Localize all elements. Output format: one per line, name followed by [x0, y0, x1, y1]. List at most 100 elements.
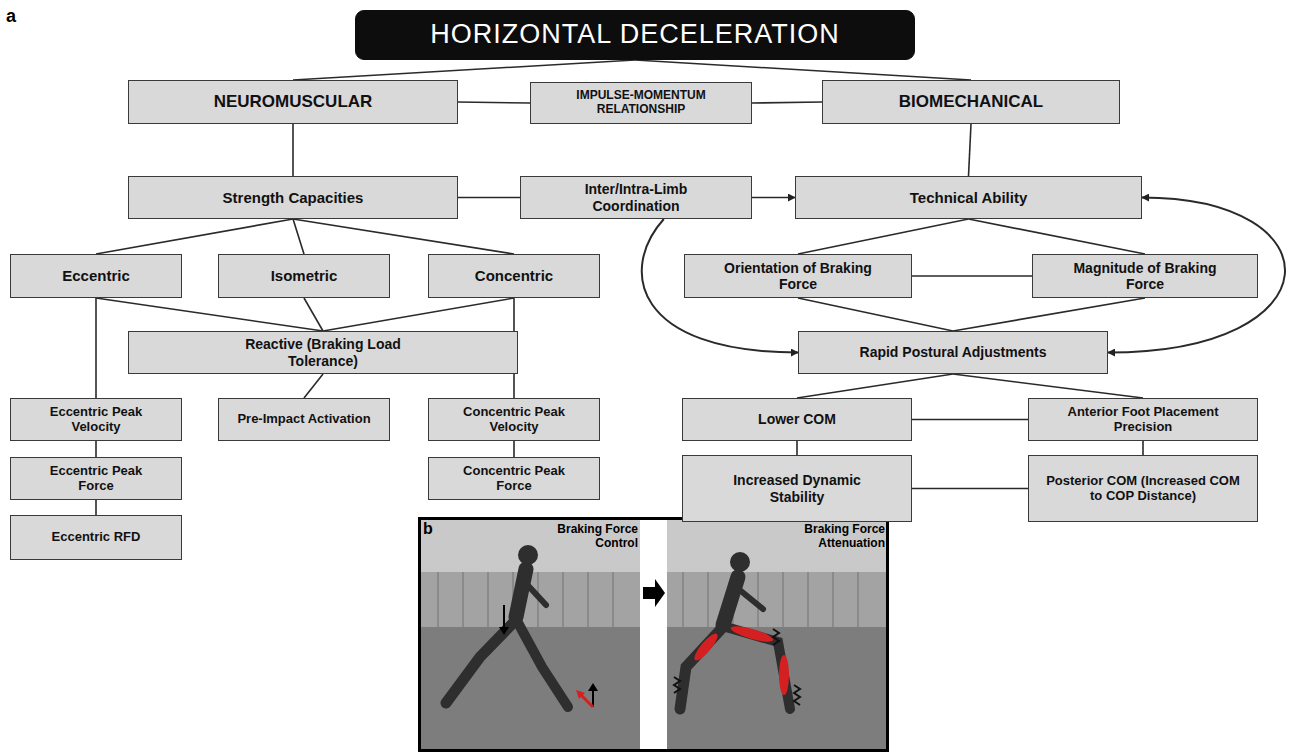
connector-line [796, 441, 798, 455]
concept-box: Eccentric Peak Velocity [10, 398, 182, 441]
illustration-part [667, 520, 886, 750]
connector-line [304, 374, 323, 398]
box-text: BIOMECHANICAL [899, 92, 1044, 112]
illustration-part [522, 579, 546, 605]
illustration-part [674, 677, 680, 693]
concept-box: Anterior Foot Placement Precision [1028, 398, 1258, 441]
connector-line [292, 124, 294, 176]
box-text: Strength Capacities [223, 189, 364, 206]
left-photo [421, 520, 640, 750]
concept-box: BIOMECHANICAL [822, 80, 1120, 124]
connector-line [293, 219, 514, 254]
concept-box: NEUROMUSCULAR [128, 80, 458, 124]
connector-line [752, 197, 795, 199]
connector-line [635, 60, 971, 80]
concept-box: Strength Capacities [128, 176, 458, 219]
connector-line [293, 219, 304, 254]
illustration-part [779, 655, 789, 695]
connector-line [1142, 441, 1144, 455]
concept-box: Inter/Intra-Limb Coordination [520, 176, 752, 219]
illustration-part [462, 572, 464, 627]
connector-line [96, 298, 323, 331]
concept-box: Concentric Peak Velocity [428, 398, 600, 441]
connector-line [323, 298, 514, 331]
illustration-part [757, 572, 759, 627]
concept-box: Rapid Postural Adjustments [798, 331, 1108, 374]
connector-line [953, 298, 1145, 331]
connector-line [513, 441, 515, 457]
connector-line [912, 419, 1028, 421]
connector-line [798, 298, 953, 331]
illustration-part [446, 569, 568, 707]
illustration-part [437, 572, 439, 627]
photo-caption: Braking Force Attenuation [791, 523, 885, 551]
illustration-part [691, 631, 721, 663]
illustration-part [683, 572, 858, 627]
illustration-part [807, 572, 809, 627]
illustration-part [487, 572, 489, 627]
illustration-part [691, 623, 789, 695]
connector-line [96, 219, 293, 254]
box-text: Concentric [475, 267, 553, 284]
illustration-part [517, 621, 568, 707]
box-text: Posterior COM (Increased COM to COP Dist… [1043, 474, 1243, 504]
box-text: Concentric Peak Velocity [449, 405, 579, 435]
illustration-part [562, 572, 564, 627]
concept-box: Concentric Peak Force [428, 457, 600, 500]
illustration-part [667, 627, 886, 750]
connector-line [969, 124, 972, 176]
box-text: Technical Ability [910, 189, 1028, 206]
concept-box: Eccentric RFD [10, 515, 182, 560]
box-text: IMPULSE-MOMENTUM RELATIONSHIP [551, 89, 731, 117]
box-text: Increased Dynamic Stability [712, 472, 882, 504]
illustration-part [682, 572, 684, 627]
box-text: Lower COM [758, 411, 836, 427]
photo-caption: Braking Force Control [546, 523, 638, 551]
illustration-part [730, 552, 750, 572]
illustration-part [588, 683, 598, 691]
illustration-part [667, 572, 886, 627]
connector-line [752, 102, 822, 103]
illustration-part [446, 621, 515, 703]
right-photo [667, 520, 886, 750]
illustration-part [736, 587, 763, 609]
illustration-part [587, 572, 589, 627]
connector-line [912, 275, 1032, 277]
connector-line [798, 219, 969, 254]
concept-box: Reactive (Braking Load Tolerance) [128, 331, 518, 374]
concept-box: Lower COM [682, 398, 912, 441]
illustration-part [680, 627, 723, 709]
box-text: Reactive (Braking Load Tolerance) [223, 336, 423, 368]
box-text: Eccentric Peak Force [36, 464, 156, 494]
concept-box: Concentric [428, 254, 600, 298]
illustration-part [773, 629, 779, 645]
box-text: Orientation of Braking Force [723, 260, 873, 292]
illustration-part [782, 572, 784, 627]
box-text: NEUROMUSCULAR [214, 92, 373, 112]
photo-panel [418, 517, 889, 752]
title-box: HORIZONTAL DECELERATION [355, 10, 915, 60]
panel-border [420, 519, 888, 751]
box-text: Anterior Foot Placement Precision [1048, 405, 1238, 435]
connector-line [293, 60, 635, 80]
box-text: Rapid Postural Adjustments [860, 344, 1047, 360]
illustration-part [518, 545, 538, 565]
illustration-part [503, 605, 505, 629]
panel-letter: b [423, 520, 433, 538]
illustration-part [857, 572, 859, 627]
concept-box: Magnitude of Braking Force [1032, 254, 1258, 298]
illustration-part [832, 572, 834, 627]
concept-box: Eccentric Peak Force [10, 457, 182, 500]
connector-line [797, 374, 953, 398]
box-text: Inter/Intra-Limb Coordination [556, 181, 716, 213]
box-text: Concentric Peak Force [449, 464, 579, 494]
concept-box: Orientation of Braking Force [684, 254, 912, 298]
box-text: Eccentric RFD [52, 530, 141, 545]
box-text: Pre-Impact Activation [237, 412, 370, 427]
illustration-part [499, 627, 509, 635]
connector-line [969, 219, 1146, 254]
concept-box: Posterior COM (Increased COM to COP Dist… [1028, 455, 1258, 522]
box-text: HORIZONTAL DECELERATION [430, 19, 840, 50]
illustration-part [674, 629, 800, 705]
